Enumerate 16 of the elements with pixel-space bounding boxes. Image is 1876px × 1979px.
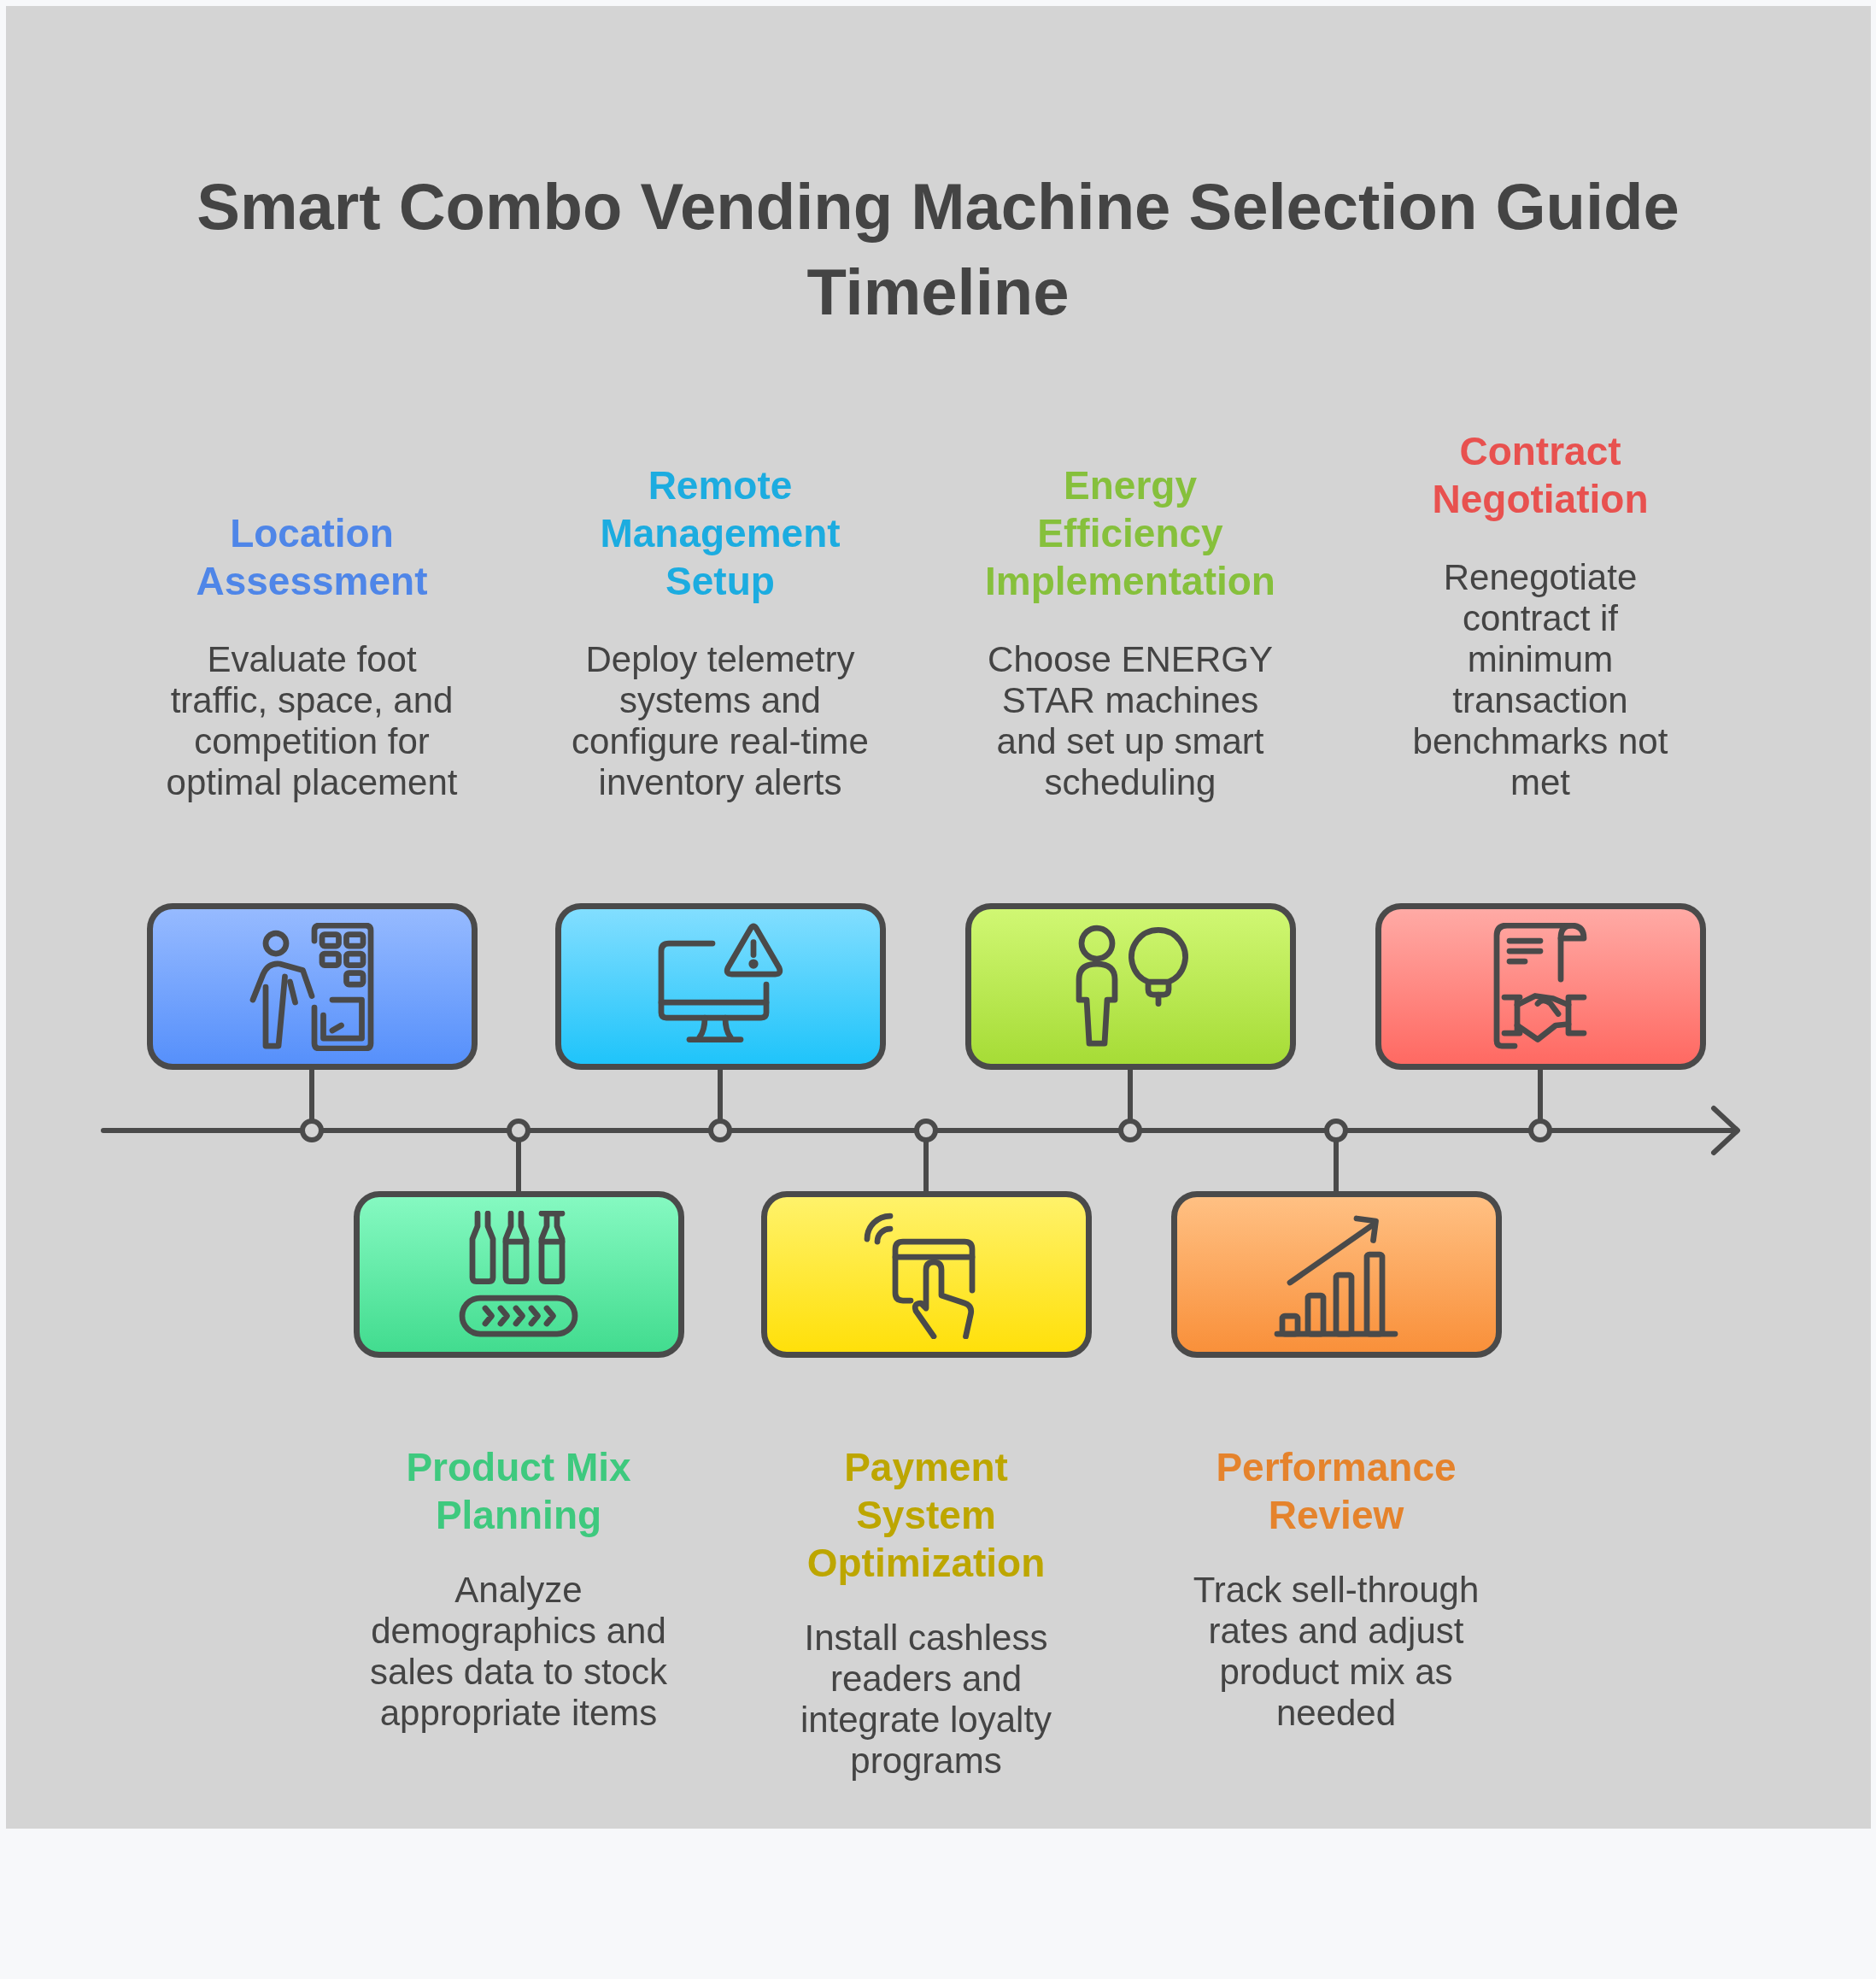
step-description: Analyze demographics and sales data to stock appropriate items (369, 1570, 668, 1734)
step-title: Remote Management Setup (599, 462, 841, 605)
step-title: Energy Efficiency Implementation (984, 462, 1276, 605)
step-description: Choose ENERGY STAR machines and set up smart scheduling (987, 639, 1274, 803)
step-description: Evaluate foot traffic, space, and competition for optimal placement (165, 639, 459, 803)
step-description: Deploy telemetry systems and configure real-time inventory alerts (571, 639, 870, 803)
step-title: Location Assessment (195, 510, 429, 605)
diagram-title: Smart Combo Vending Machine Selection Guide Timeline (196, 169, 1680, 330)
step-title: Performance Review (1215, 1444, 1457, 1539)
step-description: Track sell-through rates and adjust product mix as needed (1192, 1570, 1480, 1734)
step-description: Install cashless readers and integrate loyalty programs (799, 1618, 1053, 1782)
step-title: Contract Negotiation (1431, 428, 1650, 523)
step-title: Payment System Optimization (806, 1444, 1046, 1587)
step-description: Renegotiate contract if minimum transaction benchmarks not met (1411, 557, 1669, 803)
step-title: Product Mix Planning (405, 1444, 632, 1539)
timeline-arrow (101, 1106, 1740, 1155)
